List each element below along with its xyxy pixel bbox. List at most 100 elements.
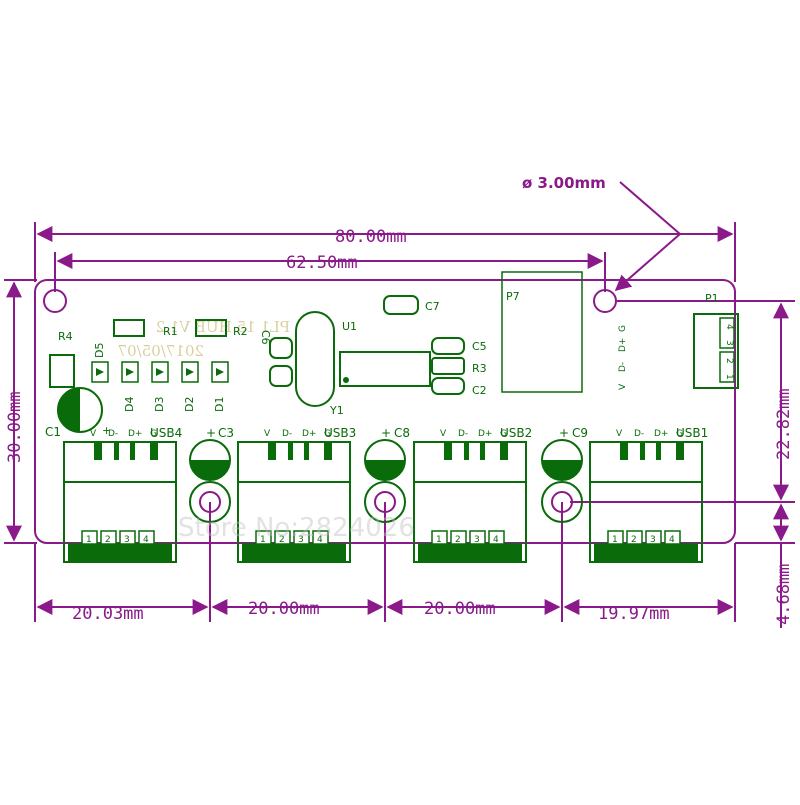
usb2-pin-label: G [500,429,507,439]
dim-hole-diameter-leader [614,181,682,292]
dim-hole-to-usb: 22.82mm [774,388,794,460]
usb2-pin-number: 4 [493,535,499,545]
usb4-pin-number: 2 [105,535,111,545]
usb1-pin-label: G [676,429,683,439]
dim-seg4: 19.97mm [598,604,670,624]
usb3-pin-label: D+ [302,429,316,439]
usb3-pin-number: 3 [298,535,304,545]
usb1-pin-label: D- [634,429,644,439]
usb3-pin-label: D- [282,429,292,439]
usb4-pin-number: 3 [124,535,130,545]
usb1-outline-top [589,441,703,462]
usb3-pin-number: 1 [260,535,266,545]
store-watermark: Store No:2824026 [178,513,415,543]
dim-hole-diameter: ø 3.00mm [522,174,606,192]
usb3-pin-pad [268,442,276,460]
dim-hole-spacing: 62.50mm [286,253,358,273]
p7-label: P7 [506,290,520,303]
usb1-pin-number: 4 [669,535,675,545]
p1-connector [693,313,739,389]
usb2-label: USB2 [500,426,532,440]
usb4-outline-top [63,441,177,462]
usb1-label: USB1 [676,426,708,440]
c5-label: C5 [472,340,487,353]
usb4-pin-label: G [150,429,157,439]
usb4-pin-label: D+ [128,429,142,439]
c9-label: C9 [572,426,588,440]
p7-pin-v: V [618,383,628,390]
usb1-pin-number: 2 [631,535,637,545]
dim-total-width: 80.00mm [335,227,407,247]
mounting-hole-left [43,289,67,313]
usb-hole-1 [189,481,231,523]
p7-pin-g: G [618,325,628,332]
p1-pin-4: 4 [724,324,734,330]
c7-footprint [383,295,419,315]
d3-label: D3 [153,397,166,412]
c1-label: C1 [45,425,61,439]
d2-label: D2 [183,397,196,412]
usb3-pin-number: 2 [279,535,285,545]
usb2-pin-number: 1 [436,535,442,545]
usb3-pin-pad [288,442,293,460]
r4-label: R4 [58,330,73,343]
svg-text:2017/05/07: 2017/05/07 [118,342,204,360]
d5-label: D5 [93,343,106,358]
usb4-pin-label: V [90,429,97,439]
u1-label: U1 [342,320,357,333]
usb1-pin-pad [620,442,628,460]
usb2-outline-top [413,441,527,462]
c6-footprint [269,337,293,359]
usb4-pin-pad [94,442,102,460]
usb3-pin-pad [324,442,332,460]
r3-footprint [431,357,465,375]
c8-plus: + [381,426,391,440]
usb1-pin-pad [656,442,661,460]
usb2-pin-pad [500,442,508,460]
dim-seg3: 20.00mm [424,599,496,619]
usb2-pin-number: 3 [474,535,480,545]
usb2-pin-label: D+ [478,429,492,439]
c7-label: C7 [425,300,440,313]
usb2-pin-pad [480,442,485,460]
r1-footprint [113,319,145,337]
usb1-pin-pad [640,442,645,460]
c3-cap [189,439,231,481]
d4-label: D4 [123,397,136,412]
c2-label: C2 [472,384,487,397]
r3-label: R3 [472,362,487,375]
usb-hole-3 [541,481,583,523]
board-version-text: PL1 15 HUB V1.2 2017/05/07 [118,318,290,360]
usb4-pin-pad [150,442,158,460]
c5-footprint [431,337,465,355]
c3-plus: + [206,426,216,440]
p7-pin-dp: D+ [618,338,628,352]
usb3-outline-top [237,441,351,462]
usb4-pin-strip [68,543,172,563]
usb1-pin-strip [594,543,698,563]
usb1-pin-number: 3 [650,535,656,545]
c6-label: C6 [259,330,272,345]
usb2-pin-strip [418,543,522,563]
dim-edge: 4.68mm [774,564,794,625]
dim-height: 30.00mm [5,391,25,463]
dim-seg2: 20.00mm [248,599,320,619]
led-row [91,361,229,383]
usb4-pin-number: 1 [86,535,92,545]
usb4-pin-number: 4 [143,535,149,545]
p7-pin-dm: D- [618,362,628,372]
svg-text:PL1 15 HUB V1.2: PL1 15 HUB V1.2 [156,318,290,336]
usb3-pin-label: V [264,429,271,439]
d1-label: D1 [213,397,226,412]
y1-label: Y1 [329,404,344,417]
p1-pin-3: 3 [724,340,734,346]
usb3-pin-strip [242,543,346,563]
c1-plus: + [102,424,111,437]
usb2-pin-pad [464,442,469,460]
mounting-hole-right [593,289,617,313]
r2-label: R2 [233,325,248,338]
c9-cap [541,439,583,481]
